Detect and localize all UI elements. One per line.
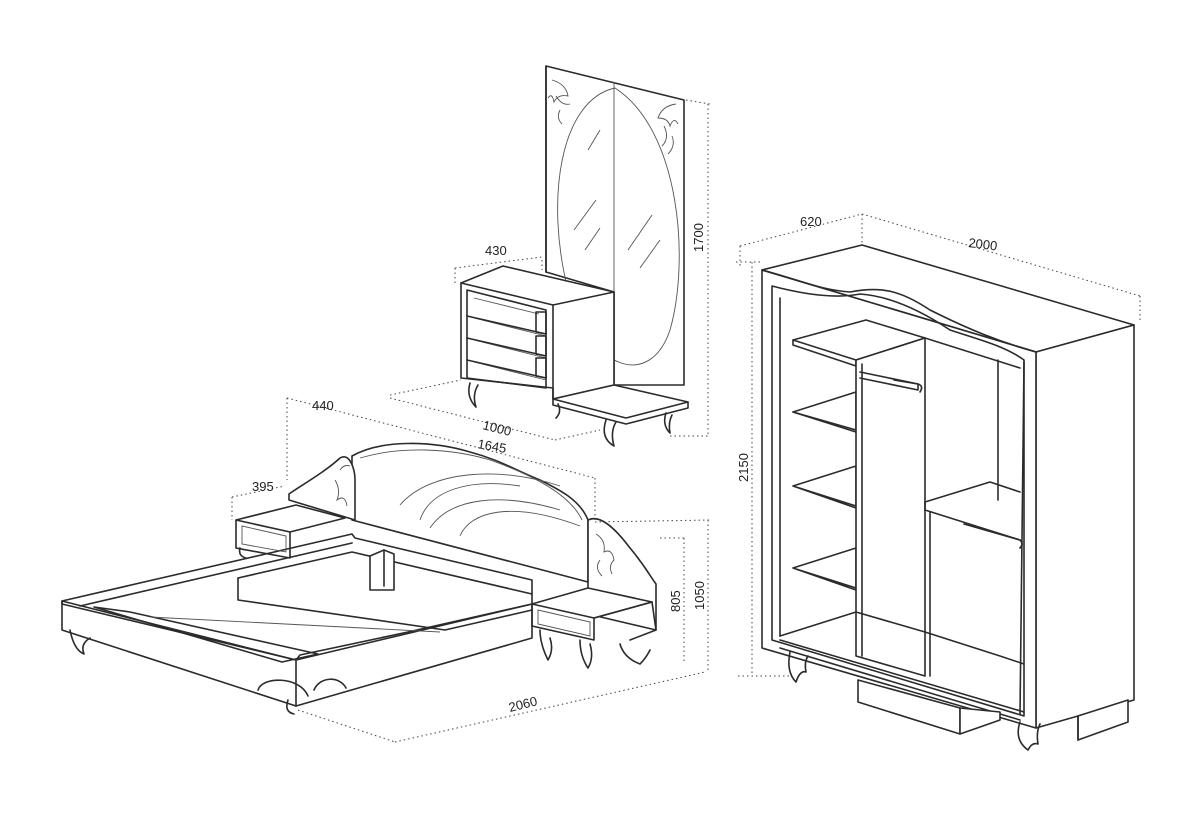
bed-set bbox=[61, 442, 657, 715]
wardrobe bbox=[761, 244, 1135, 751]
dim-label-wardrobe-depth: 620 bbox=[800, 214, 822, 229]
nightstand-left bbox=[235, 504, 346, 533]
dim-label-bed-width: 1645 bbox=[476, 436, 507, 456]
dim-label-nightstand-depth: 395 bbox=[252, 479, 274, 494]
bed-dimensions: 440 1645 395 2060 805 1050 bbox=[231, 397, 711, 743]
dim-label-dresser-depth: 430 bbox=[485, 243, 507, 258]
dim-label-dresser-width: 1000 bbox=[481, 417, 513, 439]
mirror-ornament-right-icon bbox=[657, 103, 679, 155]
dim-label-headboard-height: 1050 bbox=[692, 581, 707, 610]
dim-label-bed-length: 2060 bbox=[507, 693, 539, 715]
dim-label-nightstand-height: 805 bbox=[668, 590, 683, 612]
dresser-dimensions: 430 1000 1700 bbox=[389, 99, 711, 441]
dressing-table bbox=[460, 65, 689, 447]
mirror-oval bbox=[557, 87, 680, 366]
wardrobe-dimensions: 620 2000 2150 bbox=[736, 213, 1141, 677]
dim-label-wardrobe-height: 2150 bbox=[736, 453, 751, 482]
headboard-arc-pattern-icon bbox=[399, 473, 581, 537]
mirror-ornament-left-icon bbox=[547, 79, 571, 125]
dim-label-mirror-height: 1700 bbox=[691, 223, 706, 252]
dim-label-headboard-depth: 440 bbox=[312, 398, 334, 413]
wardrobe-side bbox=[1035, 324, 1135, 729]
dim-label-wardrobe-width: 2000 bbox=[968, 235, 999, 253]
wardrobe-center-panel bbox=[855, 337, 926, 677]
bed-frame bbox=[61, 533, 533, 661]
